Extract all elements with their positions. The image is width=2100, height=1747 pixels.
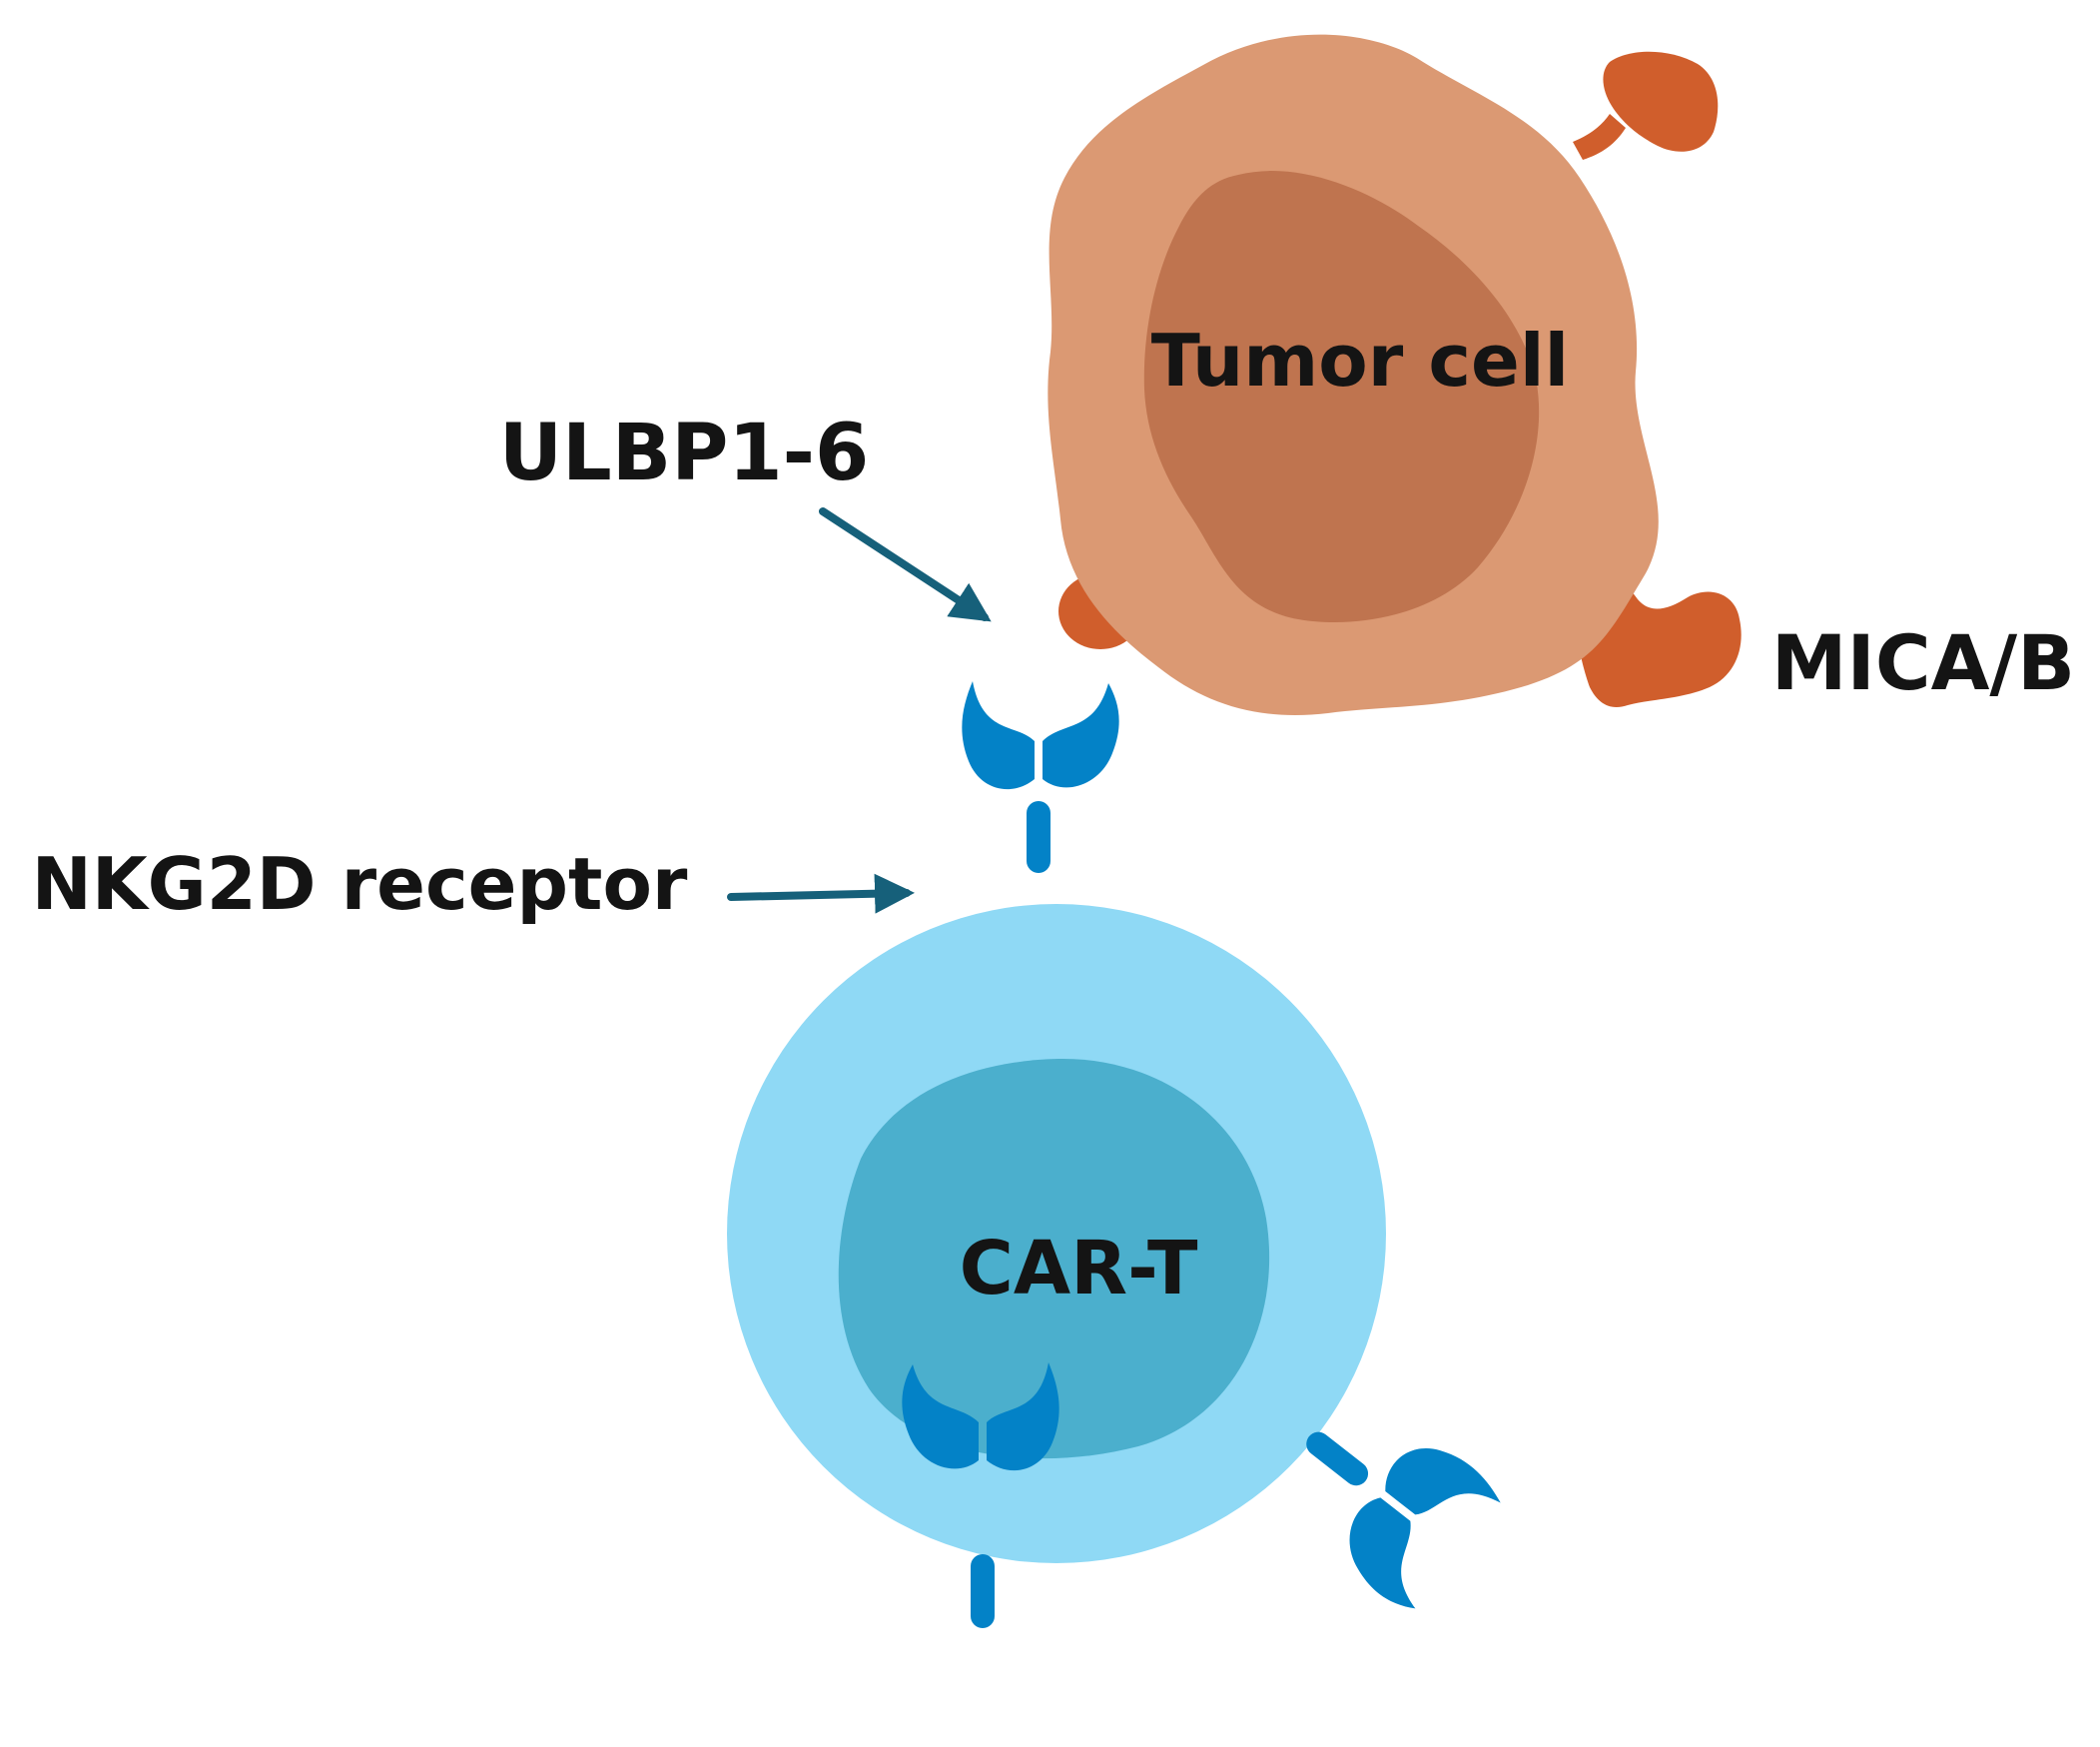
receptor-arm-right: [902, 1364, 979, 1469]
nkg2d-receptor-bottom-left: [902, 1362, 1059, 1628]
nkg2d-label: NKG2D receptor: [32, 842, 688, 926]
receptor-stalk: [1306, 1431, 1369, 1486]
ligand-top-right-head: [1603, 51, 1719, 152]
car-t-cell: CAR-T: [727, 904, 1386, 1563]
nkg2d-receptor-bottom-right: [1306, 1431, 1501, 1609]
car-t-label: CAR-T: [960, 1226, 1198, 1311]
ulbp-label: ULBP1-6: [499, 409, 870, 498]
receptor-arm-right: [1349, 1497, 1416, 1609]
mica-b-label: MICA/B: [1771, 618, 2075, 707]
ulbp-arrow: [819, 507, 992, 622]
car-t-cell-nucleus: [838, 1058, 1270, 1459]
nkg2d-arrow: [727, 873, 915, 914]
receptor-stalk: [971, 1554, 995, 1628]
ligand-top-right: [1573, 51, 1719, 160]
receptor-arm-left: [962, 681, 1035, 790]
tumor-cell-nucleus: [1143, 171, 1540, 623]
receptor-arm-left: [987, 1362, 1059, 1471]
tumor-cell: Tumor cell: [1048, 34, 1742, 716]
receptor-arm-right: [1043, 683, 1119, 788]
receptor-arm-left: [1385, 1448, 1501, 1515]
ligand-top-right-stalk: [1573, 114, 1626, 160]
tumor-cell-label: Tumor cell: [1151, 319, 1569, 403]
nkg2d-receptor-top: [962, 681, 1119, 873]
receptor-stalk: [1027, 801, 1050, 873]
